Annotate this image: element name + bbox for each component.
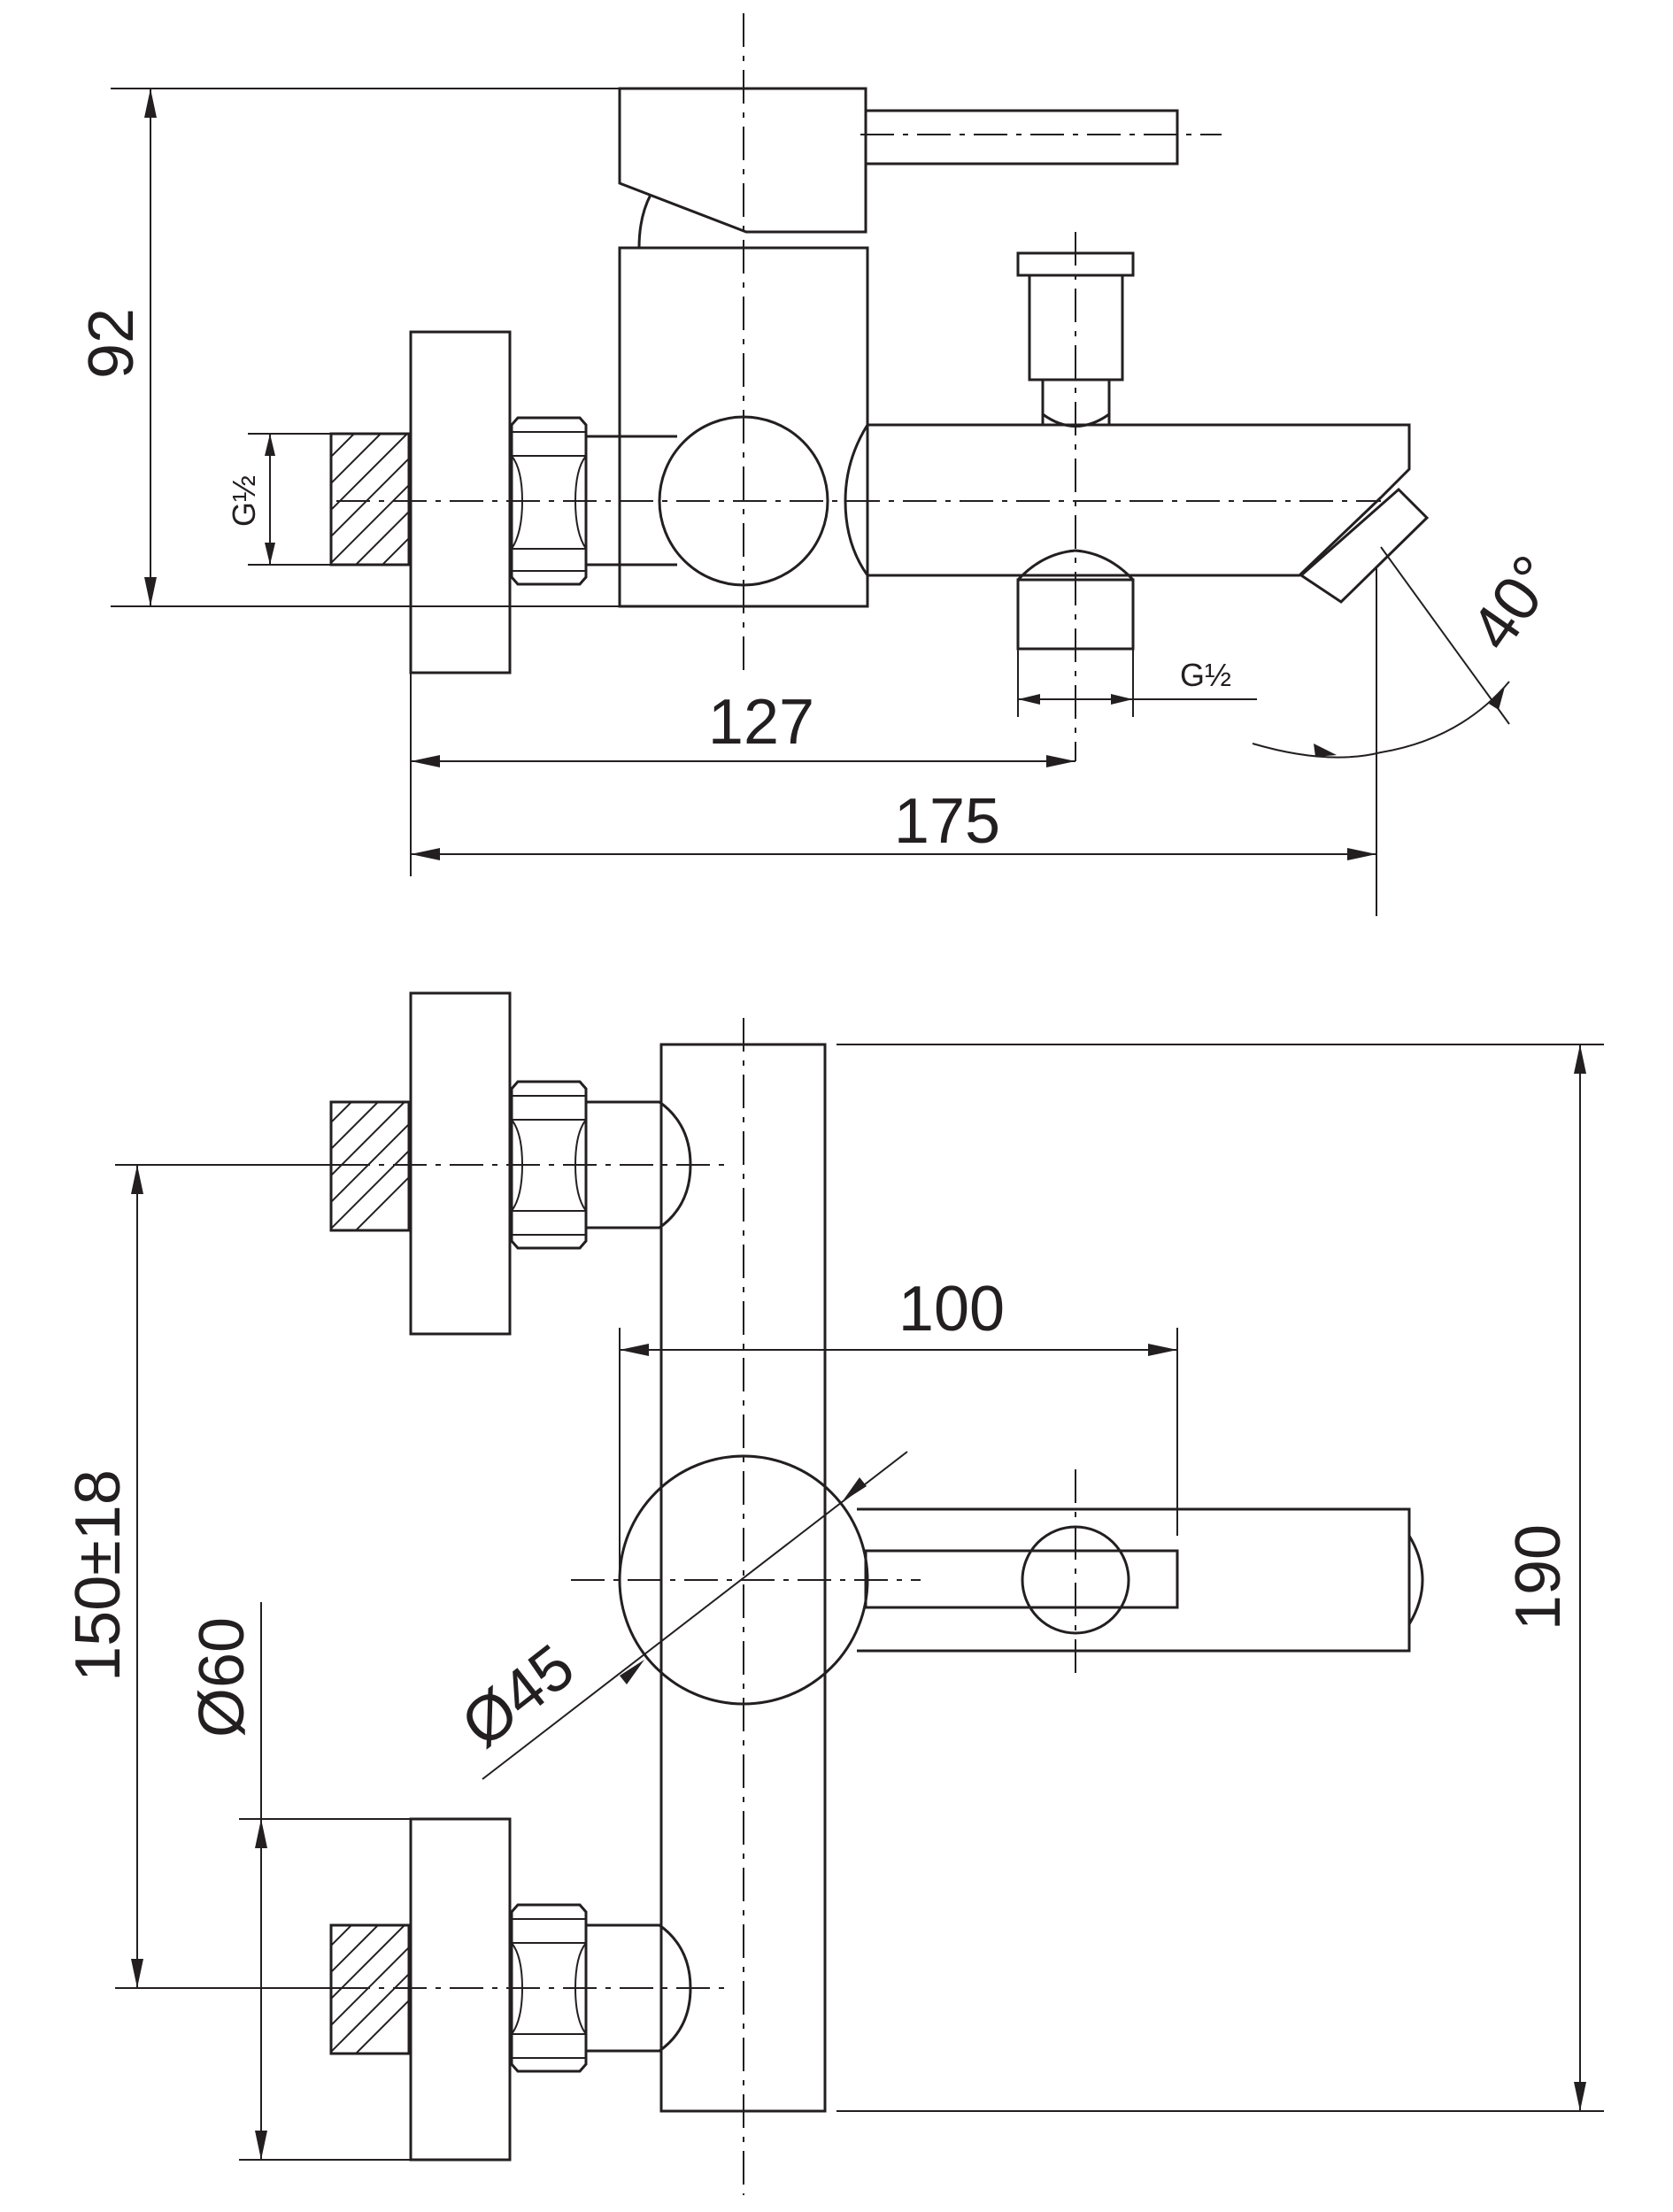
- lever-handle: [618, 87, 1179, 249]
- dim-190-label: 190: [1503, 1524, 1574, 1630]
- connector: [586, 435, 677, 566]
- dim-inlet-thread-label: G½: [226, 475, 262, 527]
- dim-175: 175: [411, 566, 1377, 916]
- dim-150: 150±18: [63, 1164, 336, 1989]
- dim-spout-angle-label: 40°: [1457, 543, 1570, 663]
- upper-inlet: [329, 991, 692, 1336]
- top-view: 92 G½ G½ 127: [76, 13, 1570, 916]
- front-view: 100 190 150±18 Ø60: [63, 991, 1604, 2195]
- dim-inlet-thread: G½: [226, 433, 331, 566]
- dim-175-label: 175: [894, 786, 1000, 857]
- dim-outlet-thread: G½: [1017, 649, 1257, 717]
- dim-127-label: 127: [708, 687, 814, 758]
- spout-side: [857, 1507, 1424, 1653]
- dim-100-label: 100: [898, 1274, 1005, 1345]
- dim-100: 100: [619, 1274, 1178, 1580]
- dim-190: 190: [836, 1044, 1604, 2112]
- dim-flange-dia: Ø60: [187, 1602, 411, 2161]
- spout: [844, 423, 1430, 604]
- wall-flange: [409, 330, 512, 674]
- dim-150-label: 150±18: [63, 1469, 134, 1682]
- dim-outlet-thread-label: G½: [1180, 657, 1231, 693]
- dim-92-label: 92: [76, 308, 147, 379]
- lower-inlet: [329, 1817, 692, 2162]
- dim-127: 127: [410, 673, 1076, 876]
- dim-cartridge-dia-label: Ø45: [449, 1631, 587, 1761]
- dim-92: 92: [76, 88, 620, 607]
- dim-flange-dia-label: Ø60: [187, 1617, 258, 1738]
